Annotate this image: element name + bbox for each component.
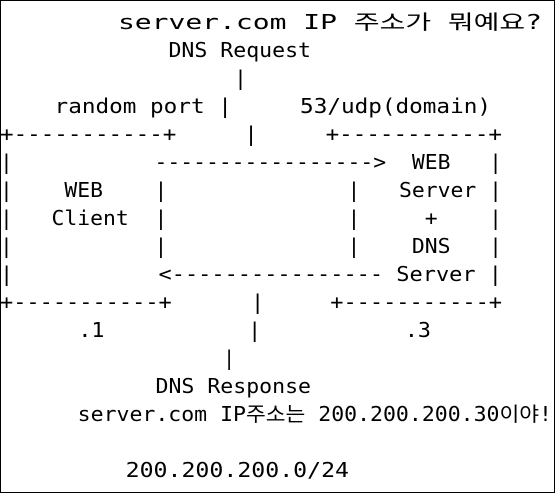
host-numbers-line: .1 | .3 — [1, 318, 431, 342]
client-line: | Client | | + | — [1, 206, 502, 230]
bottom-border-line: +-----------+ | +-----------+ — [1, 290, 502, 314]
response-arrow-stem: | — [1, 346, 235, 370]
response-arrow-line: | <---------------- Server | — [1, 262, 502, 286]
dns-response-label: DNS Response — [1, 374, 311, 398]
request-arrow-line: | -----------------> WEB | — [1, 150, 502, 174]
web-line: | WEB | | Server | — [1, 178, 502, 202]
top-border-line: +-----------+ | +-----------+ — [1, 122, 502, 146]
request-arrow-stem: | — [1, 66, 247, 90]
answer-line: server.com IP주소는 200.200.200.30이야! — [1, 402, 552, 426]
ports-line: random port | 53/udp(domain) — [1, 94, 491, 118]
dns-request-label: DNS Request — [1, 38, 311, 62]
dns-line: | | | DNS | — [1, 234, 502, 258]
network-label: 200.200.200.0/24 — [1, 458, 349, 482]
question-line: server.com IP 주소가 뭐예요? — [1, 10, 542, 34]
